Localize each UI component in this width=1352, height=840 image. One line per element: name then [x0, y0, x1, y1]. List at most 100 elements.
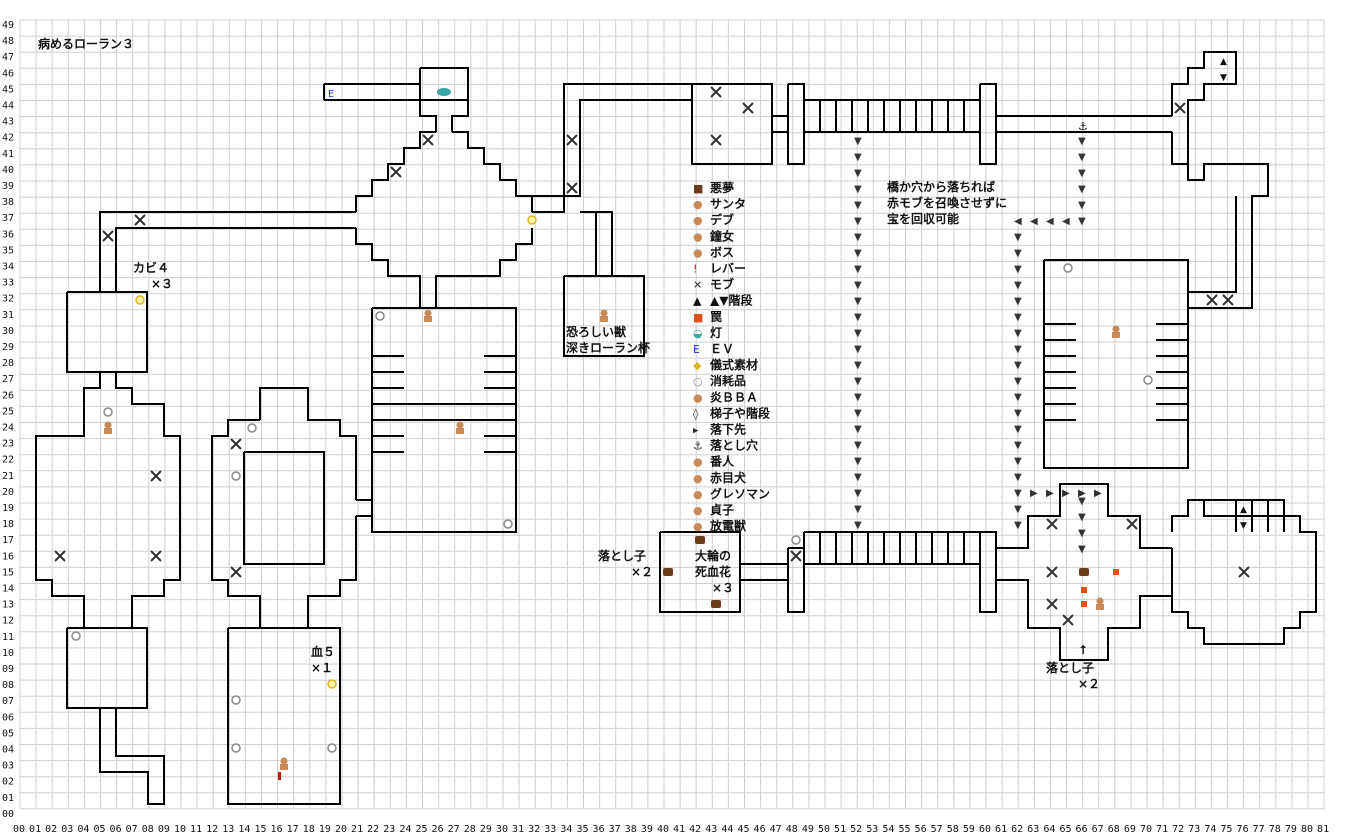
npc-icon: [104, 421, 112, 434]
x-axis-tick: 79: [1285, 824, 1297, 835]
x-axis-tick: 00: [13, 824, 25, 835]
y-axis-tick: 02: [2, 777, 14, 788]
wall-segment: [259, 387, 357, 500]
stairs-down-icon: ▼: [1240, 521, 1247, 531]
chest-icon: [695, 536, 705, 544]
drop-arrow-icon: ◀: [1014, 216, 1022, 227]
mob-icon: [150, 550, 162, 562]
consumable-icon: [71, 631, 81, 641]
drop-arrow-icon: ▼: [1014, 248, 1022, 259]
npc-icon: [1096, 597, 1104, 610]
y-axis-tick: 19: [2, 503, 14, 514]
wall-segment: [532, 99, 692, 197]
x-axis-tick: 64: [1043, 824, 1055, 835]
mob-icon: [1206, 294, 1218, 306]
y-axis-tick: 29: [2, 342, 14, 353]
stairs-down-icon: ▼: [1220, 73, 1227, 83]
chest-legend-icon: ■: [693, 182, 703, 195]
drop-arrow-icon: ▼: [1014, 440, 1022, 451]
y-axis-tick: 07: [2, 696, 14, 707]
consumable-icon: [247, 423, 257, 433]
wall-segment: [371, 307, 517, 533]
npc-legend-icon: ●: [693, 504, 703, 517]
drop-arrow-icon: ▼: [1014, 408, 1022, 419]
ritual-material-icon: [527, 215, 537, 225]
x-axis-tick: 29: [480, 824, 492, 835]
drop-arrow-icon: ▼: [1014, 328, 1022, 339]
x-axis-tick: 09: [158, 824, 170, 835]
drop-arrow-icon: ▼: [1014, 232, 1022, 243]
mob-icon: [1222, 294, 1234, 306]
drop-arrow-icon: ▼: [1078, 544, 1086, 555]
x-axis-tick: 26: [432, 824, 444, 835]
drop-arrow-icon: ▼: [854, 520, 862, 531]
x-axis-tick: 77: [1253, 824, 1265, 835]
y-axis-tick: 35: [2, 245, 14, 256]
wall-segment: [979, 531, 997, 613]
x-axis-tick: 17: [287, 824, 299, 835]
y-axis-tick: 34: [2, 262, 14, 273]
y-axis-tick: 20: [2, 487, 14, 498]
x-axis-tick: 10: [174, 824, 186, 835]
drop-arrow-icon: ▶: [1030, 488, 1038, 499]
x-axis-tick: 80: [1301, 824, 1313, 835]
drop-arrow-icon: ▶: [1094, 488, 1102, 499]
drop-legend-icon: ▸: [693, 424, 699, 437]
legend-label: ▲▼階段: [710, 293, 753, 308]
note-bridge-3: 宝を回収可能: [887, 211, 959, 226]
x-axis-tick: 44: [721, 824, 733, 835]
pit-icon: ⚓: [1078, 120, 1088, 133]
wall-segment: [435, 228, 533, 308]
x-axis-tick: 51: [834, 824, 846, 835]
wall-segment: [1043, 259, 1189, 469]
wall-segment: [355, 131, 436, 212]
x-axis-tick: 01: [29, 824, 41, 835]
x-axis-tick: 49: [802, 824, 814, 835]
y-axis-tick: 06: [2, 712, 14, 723]
drop-arrow-icon: ▼: [1014, 360, 1022, 371]
map-grid: [19, 19, 1325, 810]
wall-segment: [996, 579, 1172, 661]
map-walls: [35, 51, 1317, 805]
x-axis-tick: 57: [931, 824, 943, 835]
drop-arrow-icon: ▼: [854, 504, 862, 515]
x-axis-tick: 20: [335, 824, 347, 835]
trap-icon: [1081, 601, 1087, 607]
legend-label: 灯: [710, 325, 722, 340]
drop-arrow-icon: ◀: [1030, 216, 1038, 227]
mob-icon: [230, 566, 242, 578]
drop-arrow-icon: ◀: [1062, 216, 1070, 227]
npc-icon: [456, 421, 464, 434]
note-flower-1: 大輪の: [695, 548, 731, 563]
x-axis-tick: 74: [1204, 824, 1216, 835]
mob-icon: [742, 102, 754, 114]
y-axis-tick: 26: [2, 390, 14, 401]
npc-legend-icon: ●: [693, 472, 703, 485]
y-axis-tick: 41: [2, 149, 14, 160]
wall-segment: [115, 227, 356, 292]
x-axis-tick: 21: [351, 824, 363, 835]
drop-arrow-icon: ▼: [1014, 312, 1022, 323]
npc-legend-icon: ●: [693, 520, 703, 533]
x-axis-tick: 48: [786, 824, 798, 835]
y-axis-tick: 22: [2, 455, 14, 466]
wall-segment: [211, 419, 261, 628]
mob-legend-icon: ✕: [693, 279, 702, 292]
y-axis-tick: 31: [2, 310, 14, 321]
wall-segment: [532, 83, 692, 213]
legend-label: 貞子: [710, 502, 734, 517]
mob-icon: [1046, 566, 1058, 578]
legend-label: 落とし穴: [710, 438, 758, 453]
mob-icon: [230, 438, 242, 450]
y-axis-tick: 24: [2, 423, 14, 434]
mob-icon: [566, 182, 578, 194]
map-stairs: [372, 100, 1285, 564]
x-axis-tick: 37: [609, 824, 621, 835]
npc-legend-icon: ●: [693, 230, 703, 243]
note-flower-2: 死血花: [695, 564, 731, 579]
y-axis-tick: 10: [2, 648, 14, 659]
drop-arrow-icon: ▼: [854, 152, 862, 163]
drop-arrow-icon: ▼: [854, 248, 862, 259]
lever-legend-icon: !: [693, 263, 697, 276]
